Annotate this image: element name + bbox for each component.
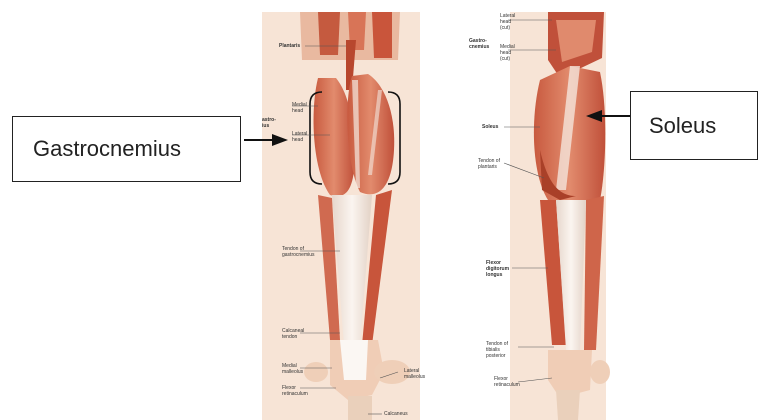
label-gastro-partial: astro- ius	[262, 117, 282, 129]
soleus-callout: Soleus	[630, 91, 758, 160]
gastrocnemius-callout: Gastrocnemius	[12, 116, 241, 182]
label-calcaneal-tendon: Calcaneal tendon	[282, 328, 308, 340]
label-flexor-retinaculum-left: Flexor retinaculum	[282, 385, 312, 397]
label-lateral-head-cut: Lateral head (cut)	[500, 13, 518, 31]
label-medial-malleolus: Medial malleolus	[282, 363, 308, 375]
label-lateral-malleolus: Lateral malleolus	[404, 368, 430, 380]
label-calcaneus: Calcaneus	[384, 411, 408, 417]
gastrocnemius-label: Gastrocnemius	[33, 136, 181, 162]
label-soleus-small: Soleus	[482, 124, 498, 130]
label-tendon-gastrocnemius: Tendon of gastrocnemius	[282, 246, 322, 258]
label-tendon-plantaris: Tendon of plantaris	[478, 158, 508, 170]
posterior-leg-right	[510, 12, 610, 420]
posterior-leg-left	[262, 12, 420, 420]
label-flexor-retinaculum-right: Flexor retinaculum	[494, 376, 520, 388]
label-lateral-head: Lateral head	[292, 131, 310, 143]
label-medial-head-cut: Medial head (cut)	[500, 44, 518, 62]
label-flexor-digitorum-longus: Flexor digitorum longus	[486, 260, 512, 278]
label-medial-head: Medial head	[292, 102, 310, 114]
label-gastrocnemius-small: Gastro- cnemius	[469, 38, 495, 50]
soleus-label: Soleus	[649, 113, 716, 139]
label-tendon-tibialis-posterior: Tendon of tibialis posterior	[486, 341, 520, 359]
label-plantaris: Plantaris	[279, 43, 300, 49]
